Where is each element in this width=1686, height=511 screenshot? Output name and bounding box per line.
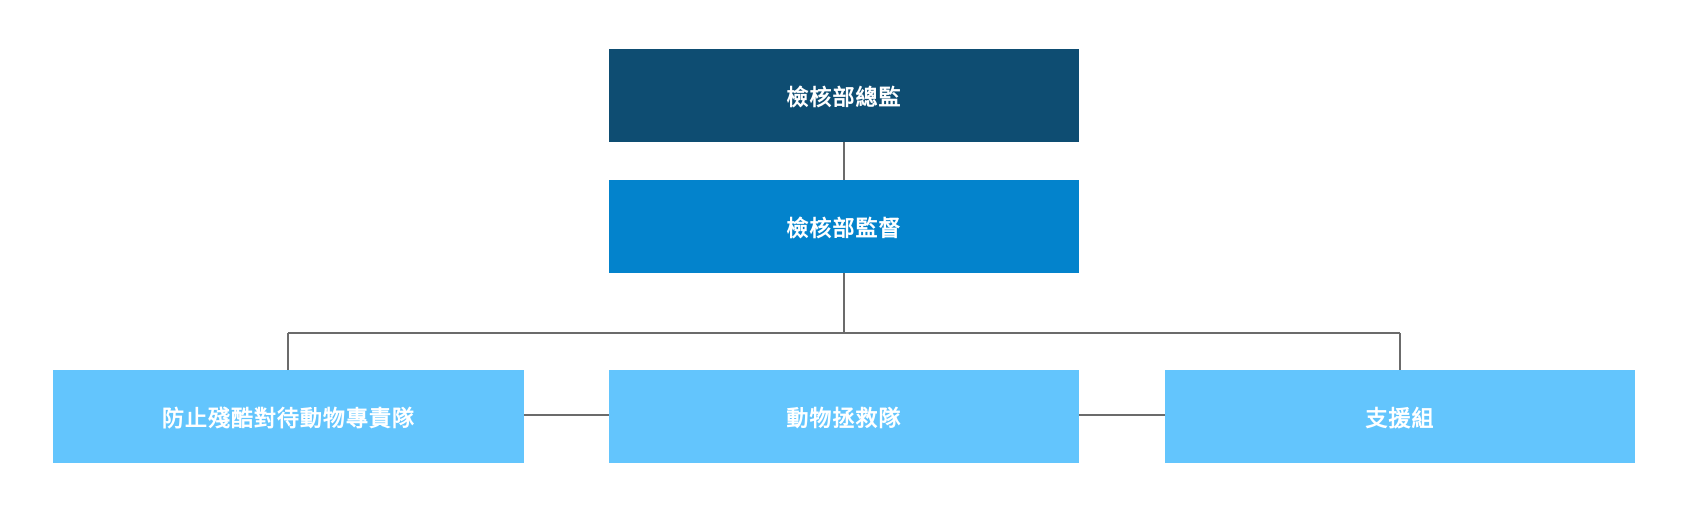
team-label-anti-cruelty: 防止殘酷對待動物專責隊 [161,406,415,432]
team-box-support: 支援組 [1165,370,1635,463]
team-label-animal-rescue: 動物拯救隊 [786,406,902,432]
supervisor-label: 檢核部監督 [786,216,902,242]
team-label-support: 支援組 [1365,406,1435,432]
supervisor-box: 檢核部監督 [609,180,1079,273]
director-box: 檢核部總監 [609,49,1079,142]
team-box-anti-cruelty: 防止殘酷對待動物專責隊 [53,370,524,463]
director-label: 檢核部總監 [786,85,902,111]
team-box-animal-rescue: 動物拯救隊 [609,370,1079,463]
